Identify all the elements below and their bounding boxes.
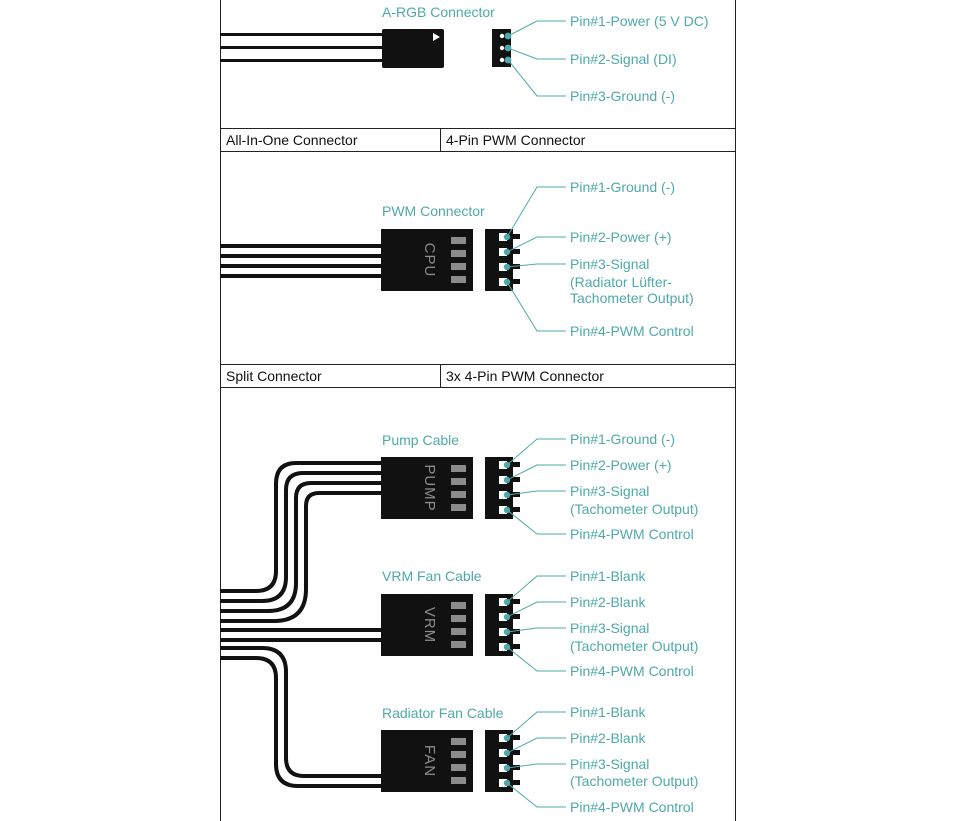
argb-callout-lines <box>507 20 566 97</box>
pump-pin4-label: Pin#4-PWM Control <box>570 526 694 542</box>
cpu-plug-label: CPU <box>421 243 438 278</box>
split-cable-bundle <box>220 461 384 788</box>
fan-pin3-label-line2: (Tachometer Output) <box>570 773 698 789</box>
vrm-pin3-label: Pin#3-Signal <box>570 620 649 636</box>
pwm-pin3-label-line3: Tachometer Output) <box>570 290 694 306</box>
fan-title: Radiator Fan Cable <box>382 705 504 721</box>
vrm-section: VRM Fan Cable VRM <box>381 568 698 679</box>
table-frame <box>220 0 736 821</box>
vrm-plug: VRM <box>381 594 473 656</box>
vrm-title: VRM Fan Cable <box>382 568 482 584</box>
argb-arrow-marker <box>433 33 440 41</box>
argb-pin3-label: Pin#3-Ground (-) <box>570 88 675 104</box>
argb-pin2-label: Pin#2-Signal (DI) <box>570 51 677 67</box>
pump-title: Pump Cable <box>382 432 459 448</box>
vrm-pin2-label: Pin#2-Blank <box>570 594 646 610</box>
pump-plug-label: PUMP <box>421 464 438 511</box>
pump-pin3-label: Pin#3-Signal <box>570 483 649 499</box>
pwm-title: PWM Connector <box>382 203 485 219</box>
pwm-pin2-label: Pin#2-Power (+) <box>570 229 672 245</box>
argb-title: A-RGB Connector <box>382 4 495 20</box>
fan-pin2-label: Pin#2-Blank <box>570 730 646 746</box>
pwm-section: PWM Connector CPU <box>220 179 694 339</box>
fan-plug-label: FAN <box>421 745 438 777</box>
vrm-pin1-label: Pin#1-Blank <box>570 568 646 584</box>
vrm-header <box>485 594 520 656</box>
fan-callout-lines <box>506 711 566 808</box>
fan-plug: FAN <box>381 730 473 792</box>
pump-pin3-label-line2: (Tachometer Output) <box>570 501 698 517</box>
header-4pin-pwm-connector: 4-Pin PWM Connector <box>446 132 586 148</box>
pwm-pin1-label: Pin#1-Ground (-) <box>570 179 675 195</box>
pump-plug: PUMP <box>381 457 473 519</box>
fan-header <box>485 730 520 792</box>
pump-pin1-label: Pin#1-Ground (-) <box>570 431 675 447</box>
vrm-pin4-label: Pin#4-PWM Control <box>570 663 694 679</box>
vrm-plug-label: VRM <box>421 607 438 643</box>
header-3x-4pin-pwm-connector: 3x 4-Pin PWM Connector <box>446 368 604 384</box>
fan-pin1-label: Pin#1-Blank <box>570 704 646 720</box>
fan-pin3-label: Pin#3-Signal <box>570 756 649 772</box>
pump-section: Pump Cable PUMP <box>381 431 698 542</box>
cpu-plug: CPU <box>381 229 473 291</box>
argb-section: A-RGB Connector Pin#1-Power (5 V DC) Pin… <box>220 4 709 104</box>
pump-pin2-label: Pin#2-Power (+) <box>570 457 672 473</box>
pwm-pin4-label: Pin#4-PWM Control <box>570 323 694 339</box>
argb-cable <box>220 33 384 62</box>
pump-header <box>485 457 520 519</box>
pwm-pin3-label: Pin#3-Signal <box>570 256 649 272</box>
header-all-in-one-connector: All-In-One Connector <box>226 132 358 148</box>
vrm-callout-lines <box>506 575 566 672</box>
pump-callout-lines <box>506 438 566 535</box>
fan-section: Radiator Fan Cable FAN <box>381 704 698 815</box>
argb-plug <box>382 29 444 68</box>
argb-pin1-label: Pin#1-Power (5 V DC) <box>570 13 709 29</box>
fan-pin4-label: Pin#4-PWM Control <box>570 799 694 815</box>
pwm-pin3-label-line2: (Radiator Lüfter- <box>570 274 672 290</box>
pwm-cable <box>220 244 384 278</box>
vrm-pin3-label-line2: (Tachometer Output) <box>570 638 698 654</box>
pwm-callout-lines <box>506 186 566 332</box>
cpu-header <box>485 229 520 291</box>
header-split-connector: Split Connector <box>226 368 322 384</box>
